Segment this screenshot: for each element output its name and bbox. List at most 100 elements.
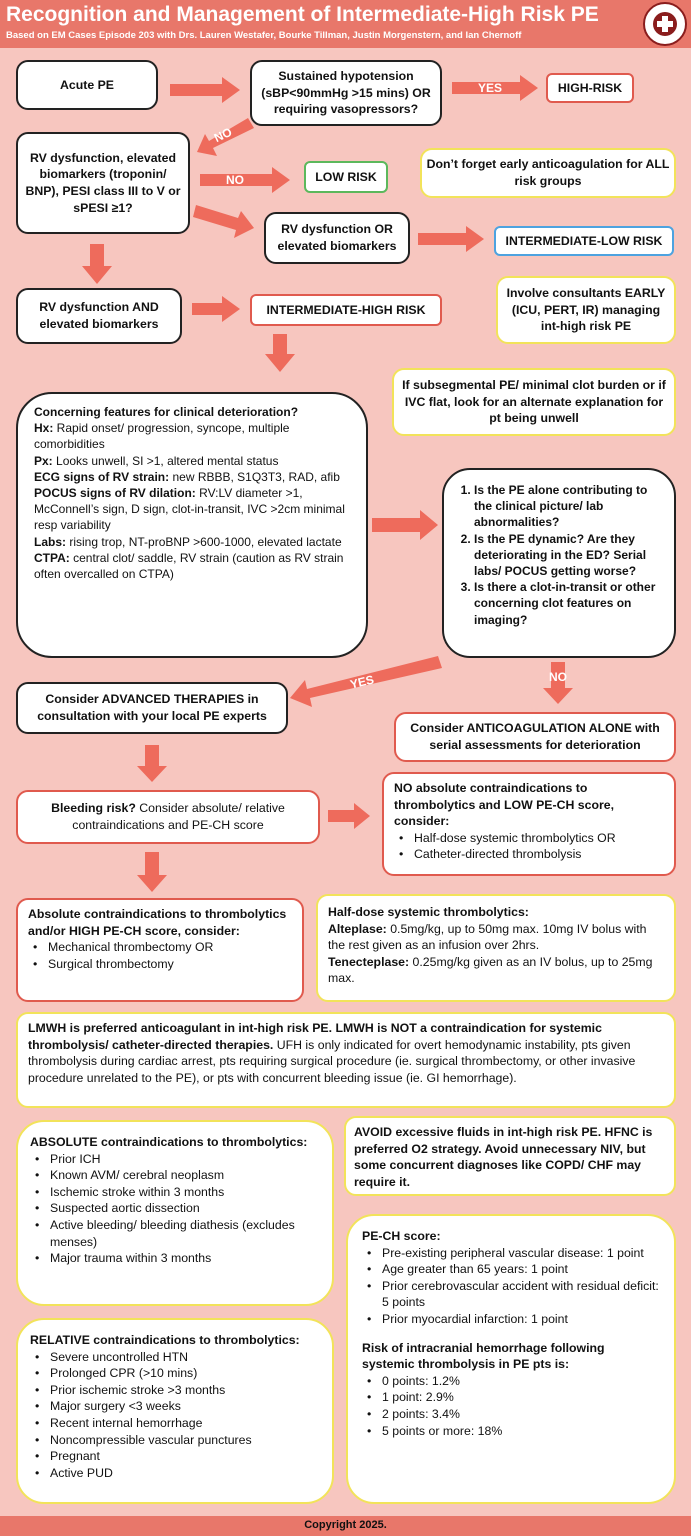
absolute-contraindications-box: ABSOLUTE contraindications to thrombolyt… — [16, 1120, 334, 1306]
node-consider-anticoagulation: Consider ANTICOAGULATION ALONE with seri… — [394, 712, 676, 762]
arrow-yes-high-risk — [452, 75, 538, 101]
list-item: Known AVM/ cerebral neoplasm — [30, 1167, 320, 1184]
arrow-down-bleeding — [137, 745, 167, 782]
node-rv-or-text: RV dysfunction OR elevated biomarkers — [277, 222, 397, 253]
node-high-risk-text: HIGH-RISK — [557, 80, 623, 95]
note-involve-consultants-text: Involve consultants EARLY (ICU, PERT, IR… — [506, 286, 666, 334]
node-high-risk: HIGH-RISK — [546, 73, 634, 103]
node-rv-and-text: RV dysfunction AND elevated biomarkers — [39, 300, 159, 331]
questions-box: Is the PE alone contributing to the clin… — [442, 468, 676, 658]
node-bleeding-risk: Bleeding risk? Consider absolute/ relati… — [16, 790, 320, 844]
note-subsegmental: If subsegmental PE/ minimal clot burden … — [392, 368, 676, 436]
node-consider-anticoagulation-text: Consider ANTICOAGULATION ALONE with seri… — [410, 721, 660, 752]
list-item: Prior myocardial infarction: 1 point — [362, 1311, 660, 1328]
list-item: Suspected aortic dissection — [30, 1200, 320, 1217]
bleeding-text: Consider absolute/ relative contraindica… — [72, 801, 285, 832]
list-item: Ischemic stroke within 3 months — [30, 1184, 320, 1201]
concerning-features-box: Concerning features for clinical deterio… — [16, 392, 368, 658]
alteplase-text: 0.5mg/kg, up to 50mg max. 10mg IV bolus … — [328, 921, 647, 953]
node-consider-advanced: Consider ADVANCED THERAPIES in consultat… — [16, 682, 288, 734]
arrow-no-anticoag — [543, 662, 573, 704]
concerning-item-text: new RBBB, S1Q3T3, RAD, afib — [169, 469, 340, 484]
arrow-down-concerning — [265, 334, 295, 372]
list-item: Major trauma within 3 months — [30, 1250, 320, 1267]
pech-heading: PE-CH score: — [362, 1229, 441, 1243]
list-item: Active bleeding/ bleeding diathesis (exc… — [30, 1217, 320, 1250]
lmwh-note-box: LMWH is preferred anticoagulant in int-h… — [16, 1012, 676, 1108]
arrow-no-diagonal-1 — [197, 118, 254, 156]
list-item: 5 points or more: 18% — [362, 1423, 660, 1440]
list-item: Half-dose systemic thrombolytics OR — [394, 830, 664, 847]
arrow-to-intermediate-low — [418, 226, 484, 252]
node-intermediate-high-text: INTERMEDIATE-HIGH RISK — [266, 302, 426, 317]
footer-banner: Copyright 2025. — [0, 1516, 691, 1536]
concerning-item-label: Hx: — [34, 421, 54, 436]
node-absolute-contraindications-high: Absolute contraindications to thrombolyt… — [16, 898, 304, 1002]
node-intermediate-low-text: INTERMEDIATE-LOW RISK — [505, 233, 663, 248]
pech-risk-heading: Risk of intracranial hemorrhage followin… — [362, 1340, 605, 1372]
question-item: Is there a clot-in-transit or other conc… — [474, 579, 664, 628]
relative-ci-heading: RELATIVE contraindications to thrombolyt… — [30, 1333, 300, 1347]
lmwh-text: UFH is only indicated for overt hemodyna… — [28, 1037, 636, 1085]
list-item: Prior ICH — [30, 1151, 320, 1168]
question-item: Is the PE dynamic? Are they deterioratin… — [474, 531, 664, 580]
concerning-item-label: ECG signs of RV strain: — [34, 469, 170, 484]
node-intermediate-low: INTERMEDIATE-LOW RISK — [494, 226, 674, 256]
bleeding-label: Bleeding risk? — [51, 801, 136, 816]
list-item: 1 point: 2.9% — [362, 1389, 660, 1406]
page-subtitle: Based on EM Cases Episode 203 with Drs. … — [6, 30, 522, 41]
concerning-item-text: RV:LV diameter >1, McConnell’s sign, D s… — [34, 485, 345, 533]
copyright-text: Copyright 2025. — [304, 1519, 387, 1531]
label-no-3: NO — [549, 670, 567, 684]
concerning-item-label: POCUS signs of RV dilation: — [34, 485, 196, 500]
concerning-item: CTPA: central clot/ saddle, RV strain (c… — [34, 550, 350, 582]
node-acute-pe-text: Acute PE — [60, 77, 114, 92]
node-low-risk-text: LOW RISK — [315, 169, 377, 184]
absolute-high-heading: Absolute contraindications to thrombolyt… — [28, 907, 287, 938]
alteplase-label: Alteplase: — [328, 921, 387, 936]
arrow-to-intermediate-high — [192, 296, 240, 322]
list-item: 0 points: 1.2% — [362, 1373, 660, 1390]
node-intermediate-high: INTERMEDIATE-HIGH RISK — [250, 294, 442, 326]
note-early-anticoagulation-text: Don’t forget early anticoagulation for A… — [426, 157, 670, 188]
list-item: Major surgery <3 weeks — [30, 1398, 320, 1415]
node-rv-or-biomarkers: RV dysfunction OR elevated biomarkers — [264, 212, 410, 264]
concerning-item-text: Looks unwell, SI >1, altered mental stat… — [52, 453, 279, 468]
arrow-down-rv-and — [82, 244, 112, 284]
lmwh-bold-text: LMWH is preferred anticoagulant in int-h… — [28, 1021, 602, 1052]
node-hypotension-text: Sustained hypotension (sBP<90mmHg >15 mi… — [261, 69, 431, 117]
concerning-item-label: Px: — [34, 453, 53, 468]
no-absolute-list: Half-dose systemic thrombolytics OR Cath… — [394, 830, 664, 863]
arrow-acute-to-hypotension — [170, 77, 240, 103]
arrow-down-absolute — [137, 852, 167, 892]
concerning-item: Labs: rising trop, NT-proBNP >600-1000, … — [34, 534, 350, 550]
arrow-yes-advanced — [290, 656, 442, 707]
avoid-fluids-note: AVOID excessive fluids in int-high risk … — [344, 1116, 676, 1196]
note-involve-consultants: Involve consultants EARLY (ICU, PERT, IR… — [496, 276, 676, 344]
avoid-fluids-text: AVOID excessive fluids in int-high risk … — [354, 1125, 653, 1189]
node-hypotension: Sustained hypotension (sBP<90mmHg >15 mi… — [250, 60, 442, 126]
relative-contraindications-box: RELATIVE contraindications to thrombolyt… — [16, 1318, 334, 1504]
concerning-item: ECG signs of RV strain: new RBBB, S1Q3T3… — [34, 469, 350, 485]
list-item: Age greater than 65 years: 1 point — [362, 1261, 660, 1278]
header-banner: Recognition and Management of Intermedia… — [0, 0, 691, 48]
node-rv-and-biomarkers: RV dysfunction AND elevated biomarkers — [16, 288, 182, 344]
concerning-item-text: Rapid onset/ progression, syncope, multi… — [34, 421, 290, 452]
list-item: Active PUD — [30, 1465, 320, 1482]
absolute-ci-heading: ABSOLUTE contraindications to thrombolyt… — [30, 1135, 308, 1149]
arrow-to-rv-or — [193, 205, 254, 238]
list-item: Prolonged CPR (>10 mins) — [30, 1365, 320, 1382]
tenecteplase-line: Tenecteplase: 0.25mg/kg given as an IV b… — [328, 954, 664, 987]
concerning-item: Hx: Rapid onset/ progression, syncope, m… — [34, 420, 350, 452]
label-no-2: NO — [226, 173, 244, 187]
no-absolute-heading: NO absolute contraindications to thrombo… — [394, 781, 615, 829]
half-dose-heading: Half-dose systemic thrombolytics: — [328, 905, 529, 919]
list-item: Mechanical thrombectomy OR — [28, 939, 292, 956]
note-subsegmental-text: If subsegmental PE/ minimal clot burden … — [402, 378, 666, 426]
concerning-item-label: Labs: — [34, 534, 67, 549]
tenecteplase-text: 0.25mg/kg given as an IV bolus, up to 25… — [328, 954, 653, 986]
list-item: Surgical thrombectomy — [28, 956, 292, 973]
concerning-item: Px: Looks unwell, SI >1, altered mental … — [34, 453, 350, 469]
question-item: Is the PE alone contributing to the clin… — [474, 482, 664, 531]
